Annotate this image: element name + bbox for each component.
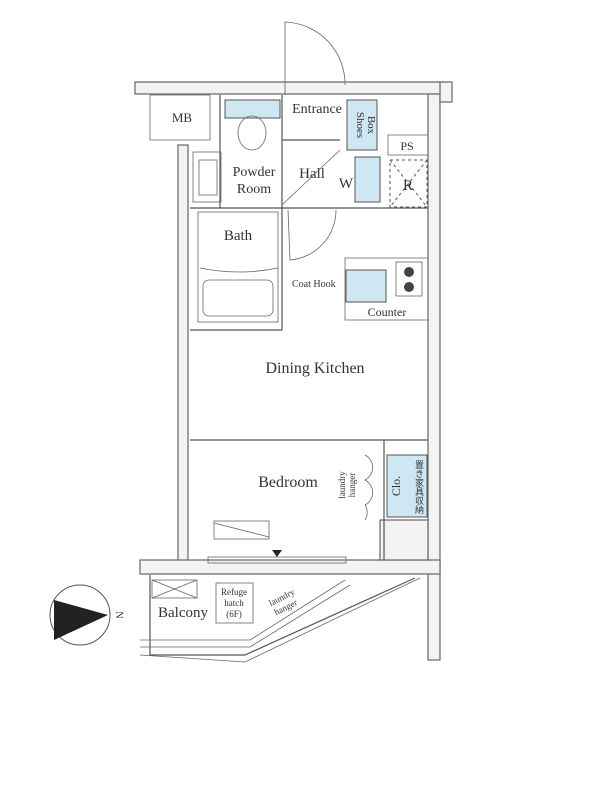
shoes-box bbox=[346, 99, 378, 151]
hall-door[interactable] bbox=[287, 209, 337, 261]
entrance-label: Entrance bbox=[292, 102, 342, 117]
bedroom-laundry-hanger-1: laundry bbox=[337, 471, 347, 499]
bath-label: Bath bbox=[224, 228, 253, 244]
refrigerator-label: R bbox=[403, 178, 413, 194]
refuge-hatch-label-1: Refuge bbox=[221, 587, 247, 597]
refuge-hatch-label-2: hatch bbox=[224, 598, 244, 608]
closet bbox=[386, 454, 428, 518]
walls bbox=[134, 81, 453, 661]
toilet-bowl bbox=[237, 115, 267, 151]
coat-hook-label: Coat Hook bbox=[292, 279, 336, 290]
refuge-hatch-label-3: (6F) bbox=[226, 609, 242, 619]
closet-note: 置き家具収納 bbox=[414, 460, 424, 515]
aircon bbox=[213, 520, 270, 540]
closet-label: Clo. bbox=[389, 476, 403, 496]
kitchen-counter bbox=[344, 257, 429, 321]
washer-label: W bbox=[339, 176, 354, 192]
bedroom-label: Bedroom bbox=[258, 474, 318, 491]
bathtub bbox=[202, 279, 274, 317]
shoes-box-label-1: Shoes bbox=[354, 112, 366, 138]
washer-pan bbox=[354, 156, 381, 203]
storage-box bbox=[151, 579, 198, 599]
entrance-door[interactable] bbox=[284, 21, 346, 95]
compass: N bbox=[49, 584, 124, 646]
kitchen-sink bbox=[345, 269, 387, 303]
counter-label: Counter bbox=[368, 305, 407, 319]
mb-box bbox=[149, 94, 211, 141]
powder-room-label-1: Powder bbox=[233, 165, 276, 180]
shoes-box-label-2: Box bbox=[365, 116, 377, 135]
balcony-outline bbox=[149, 575, 416, 656]
dining-kitchen-label: Dining Kitchen bbox=[265, 360, 364, 377]
ps-label: PS bbox=[400, 139, 413, 153]
ps-box bbox=[387, 134, 429, 156]
compass-north-label: N bbox=[113, 611, 124, 618]
refuge-hatch bbox=[215, 582, 254, 624]
refrigerator-space bbox=[389, 159, 428, 208]
north-arrow-icon bbox=[54, 600, 108, 640]
bedroom-laundry-hanger-2: hanger bbox=[347, 473, 357, 498]
wash-basin bbox=[192, 151, 222, 203]
toilet-tank bbox=[224, 99, 281, 119]
mb-label: MB bbox=[172, 110, 193, 125]
stove bbox=[395, 261, 423, 297]
powder-room-label-2: Room bbox=[237, 182, 271, 197]
balcony-label: Balcony bbox=[158, 605, 208, 621]
bathroom bbox=[197, 211, 279, 323]
closet-doors[interactable] bbox=[364, 454, 374, 521]
